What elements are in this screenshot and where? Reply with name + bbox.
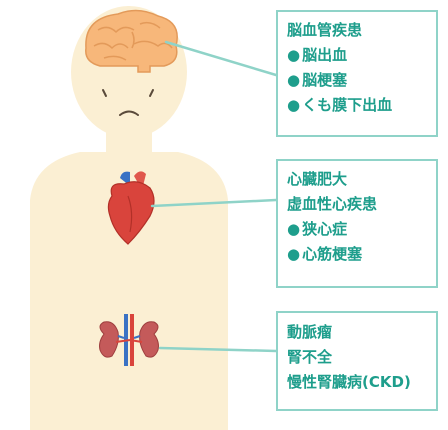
bullet-dot-icon: ● — [287, 46, 300, 64]
kidney-box-line: 動脈瘤 — [287, 320, 436, 345]
list-item-label: くも膜下出血 — [302, 96, 392, 114]
list-item: ●くも膜下出血 — [287, 93, 436, 118]
list-item-label: 心筋梗塞 — [302, 245, 362, 263]
bullet-dot-icon: ● — [287, 220, 300, 238]
bullet-dot-icon: ● — [287, 96, 300, 114]
heart-box-title-1: 心臓肥大 — [287, 167, 436, 192]
heart-box-title-2: 虚血性心疾患 — [287, 192, 436, 217]
bullet-dot-icon: ● — [287, 71, 300, 89]
brain-box-title: 脳血管疾患 — [287, 18, 436, 43]
list-item-label: 狭心症 — [302, 220, 347, 238]
kidney-box-line: 慢性腎臓病(CKD) — [287, 370, 436, 395]
list-item: ●脳梗塞 — [287, 68, 436, 93]
brain-disease-box: 脳血管疾患 ●脳出血 ●脳梗塞 ●くも膜下出血 — [276, 10, 438, 137]
list-item: ●脳出血 — [287, 43, 436, 68]
list-item: ●狭心症 — [287, 217, 436, 242]
heart-disease-box: 心臓肥大 虚血性心疾患 ●狭心症 ●心筋梗塞 — [276, 159, 438, 288]
bullet-dot-icon: ● — [287, 245, 300, 263]
list-item-label: 脳出血 — [302, 46, 347, 64]
brain-icon — [86, 10, 177, 72]
list-item: ●心筋梗塞 — [287, 242, 436, 267]
kidney-box-line: 腎不全 — [287, 345, 436, 370]
list-item-label: 脳梗塞 — [302, 71, 347, 89]
kidney-disease-box: 動脈瘤 腎不全 慢性腎臓病(CKD) — [276, 311, 438, 411]
